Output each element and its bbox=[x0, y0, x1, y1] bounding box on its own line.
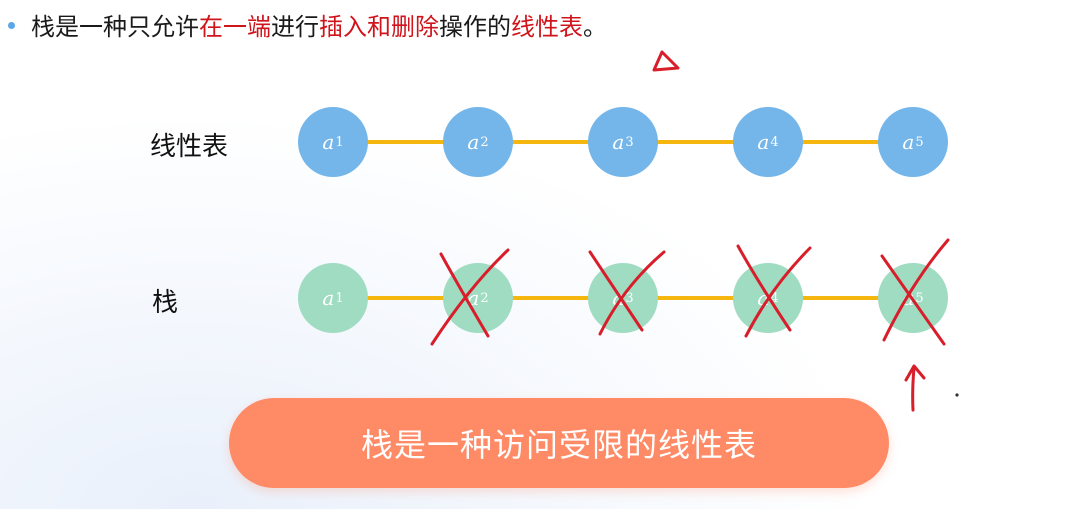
node-sub: 5 bbox=[915, 290, 924, 306]
node-var: a bbox=[467, 286, 480, 310]
node-var: a bbox=[322, 130, 335, 154]
node-var: a bbox=[322, 286, 335, 310]
definition-emphasis-insert-delete: 插入和删除 bbox=[319, 12, 439, 41]
node-sub: 1 bbox=[335, 134, 344, 150]
definition-segment: 操作的 bbox=[439, 12, 511, 41]
linear-list-label: 线性表 bbox=[150, 132, 229, 162]
node-sub: 2 bbox=[480, 134, 489, 150]
triangle-mark-icon bbox=[652, 50, 680, 72]
node-sub: 1 bbox=[335, 290, 344, 306]
node-var: a bbox=[467, 130, 480, 154]
node-var: a bbox=[902, 286, 915, 310]
stray-dot-icon bbox=[955, 393, 959, 397]
definition-text: 栈是一种只允许在一端进行插入和删除操作的线性表。 bbox=[31, 7, 607, 42]
node-sub: 2 bbox=[480, 290, 489, 306]
node-var: a bbox=[612, 286, 625, 310]
node-sub: 5 bbox=[915, 134, 924, 150]
conclusion-banner: 栈是一种访问受限的线性表 bbox=[229, 398, 889, 488]
definition-emphasis-linear-list: 线性表 bbox=[511, 12, 583, 41]
node-var: a bbox=[612, 130, 625, 154]
node-var: a bbox=[902, 130, 915, 154]
up-arrow-icon bbox=[904, 364, 926, 412]
stack-label: 栈 bbox=[152, 288, 179, 318]
node-sub: 4 bbox=[770, 134, 779, 150]
definition-line: 栈是一种只允许在一端进行插入和删除操作的线性表。 bbox=[8, 6, 607, 42]
bullet-point-icon bbox=[8, 21, 15, 29]
banner-text: 栈是一种访问受限的线性表 bbox=[360, 426, 757, 464]
definition-segment: 。 bbox=[583, 12, 607, 41]
node-sub: 3 bbox=[625, 290, 634, 306]
node-sub: 4 bbox=[770, 290, 779, 306]
definition-segment: 进行 bbox=[271, 12, 319, 41]
node-sub: 3 bbox=[625, 134, 634, 150]
node-var: a bbox=[757, 130, 770, 154]
definition-emphasis-one-end: 在一端 bbox=[199, 12, 271, 41]
node-var: a bbox=[757, 286, 770, 310]
definition-segment: 栈是一种只允许 bbox=[31, 12, 199, 41]
